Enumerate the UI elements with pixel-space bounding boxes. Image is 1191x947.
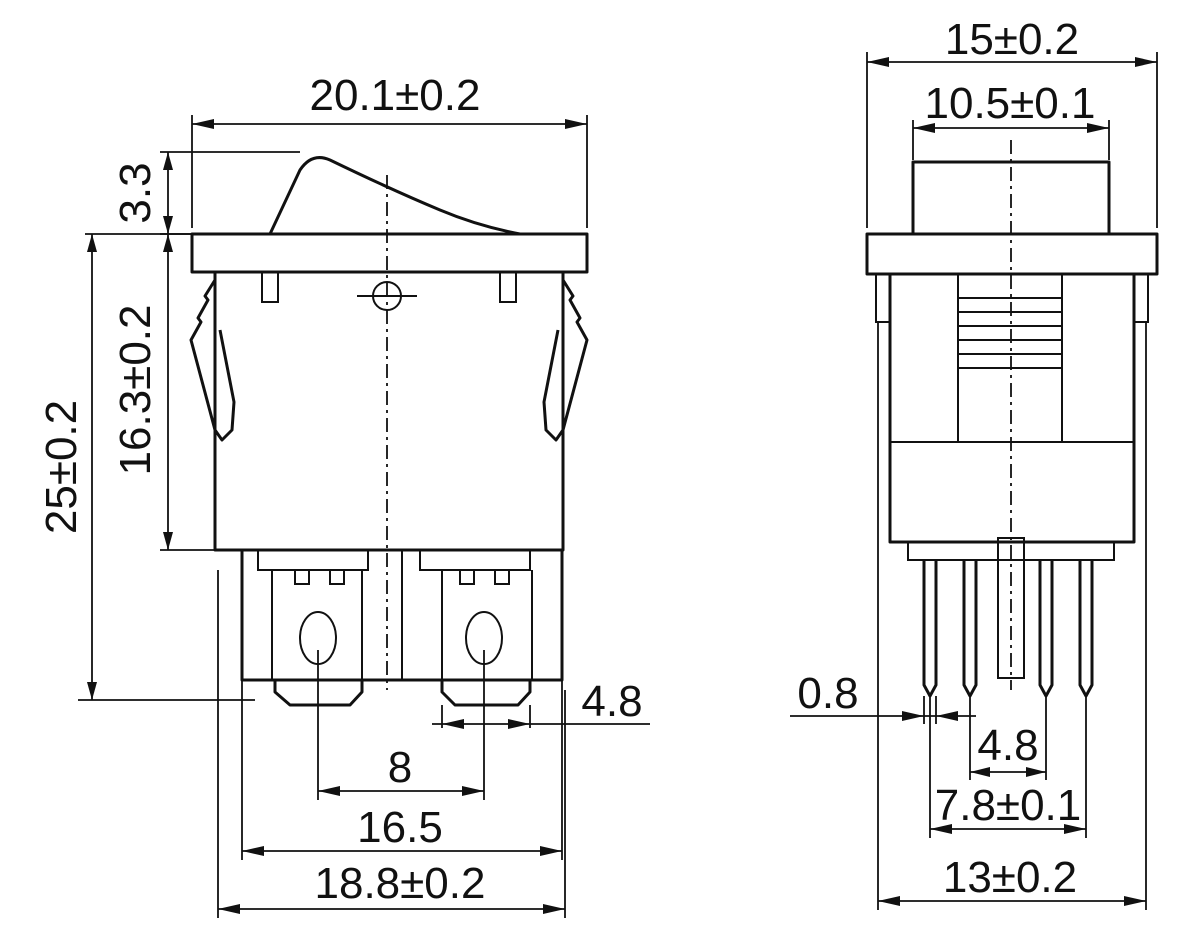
side-body — [888, 272, 1136, 544]
dim-front-overall-width: 20.1±0.2 — [310, 71, 481, 120]
terminal-blade-right — [440, 680, 532, 707]
dim-side-rocker-width: 10.5±0.1 — [925, 79, 1096, 128]
dim-side-terminal-span: 7.8±0.1 — [935, 781, 1081, 830]
side-terminal-pins — [922, 560, 1094, 698]
dim-side-base-width: 13±0.2 — [943, 853, 1077, 902]
side-view — [865, 140, 1159, 698]
dim-terminal-width: 4.8 — [581, 677, 642, 726]
right-snap-latch — [542, 279, 589, 442]
front-tab-right — [499, 271, 517, 303]
left-snap-latch — [189, 279, 236, 442]
front-body — [213, 270, 565, 552]
dim-terminal-span: 16.5 — [357, 803, 443, 852]
dim-side-overall-width: 15±0.2 — [945, 15, 1079, 64]
front-dimensions: 20.1±0.2 3.3 16.3±0.2 25±0.2 4.8 — [37, 71, 650, 918]
dim-base-width: 18.8±0.2 — [315, 859, 486, 908]
dim-rocker-height: 3.3 — [111, 162, 160, 223]
dim-total-height: 25±0.2 — [37, 400, 86, 534]
front-tab-left — [261, 271, 279, 303]
side-dimensions: 15±0.2 10.5±0.1 0.8 4.8 7.8±0.1 — [790, 15, 1158, 910]
dim-terminal-pitch: 8 — [388, 743, 412, 792]
dim-side-terminal-pitch: 4.8 — [977, 721, 1038, 770]
front-flange — [190, 232, 589, 274]
front-view — [189, 156, 589, 707]
dim-body-height: 16.3±0.2 — [111, 305, 160, 476]
terminal-blade-left — [273, 680, 364, 707]
side-flange — [865, 232, 1159, 276]
rocker-actuator — [268, 156, 521, 236]
dim-terminal-thickness: 0.8 — [797, 669, 858, 718]
